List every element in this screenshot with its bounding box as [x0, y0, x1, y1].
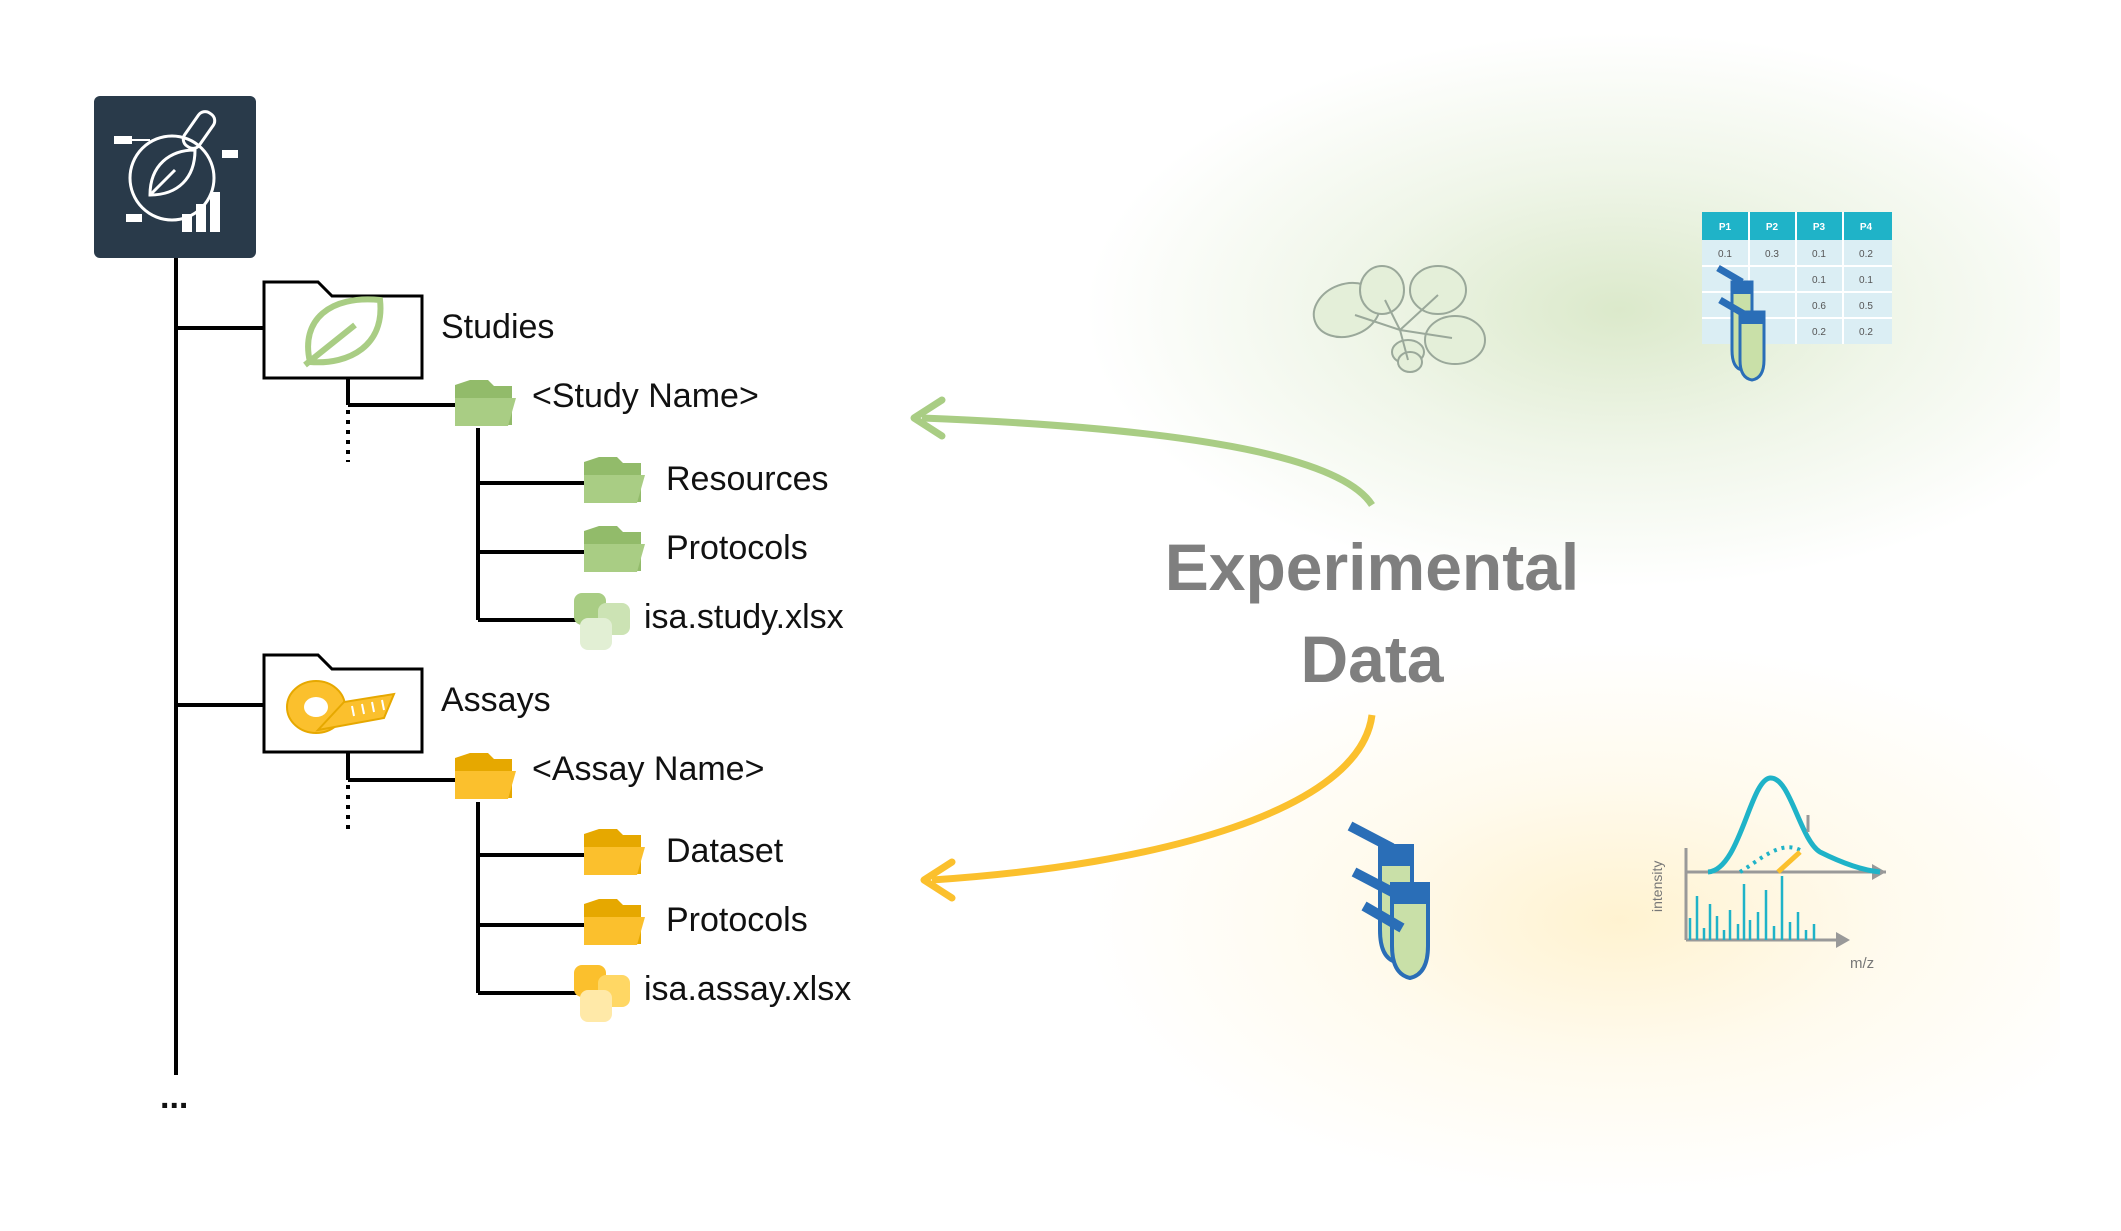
assay-name-folder-icon[interactable]	[455, 753, 516, 799]
root-more-ellipsis: ...	[160, 1078, 189, 1116]
assay-protocols-label: Protocols	[666, 901, 808, 939]
sample-tubes-small-icon	[1716, 264, 1766, 382]
resources-folder-icon[interactable]	[584, 457, 645, 503]
study-protocols-label: Protocols	[666, 529, 808, 567]
table-cell: 0.5	[1859, 301, 1873, 312]
arc-logo-icon	[94, 96, 256, 258]
dataset-folder-icon[interactable]	[584, 829, 645, 875]
study-name-label: <Study Name>	[532, 377, 759, 415]
table-header-cell: P1	[1719, 222, 1732, 233]
table-header-cell: P4	[1860, 222, 1873, 233]
dataset-label: Dataset	[666, 832, 784, 870]
table-cell: 0.1	[1718, 249, 1732, 260]
green-arrow	[910, 396, 1375, 507]
isa-study-label: isa.study.xlsx	[644, 598, 844, 636]
isa-assay-file-icon[interactable]	[574, 965, 630, 1022]
tree-lines	[174, 258, 584, 1075]
table-cell: 0.1	[1859, 275, 1873, 286]
table-cell: 0.1	[1812, 275, 1826, 286]
yellow-arrow	[920, 714, 1376, 902]
table-cell: 0.2	[1859, 249, 1873, 260]
sample-tubes-large-icon	[1347, 821, 1430, 981]
spectrum-y-label: intensity	[1649, 861, 1665, 912]
assays-folder-icon[interactable]	[262, 653, 424, 754]
assay-name-label: <Assay Name>	[532, 750, 765, 788]
assay-protocols-folder-icon[interactable]	[584, 899, 645, 945]
isa-assay-label: isa.assay.xlsx	[644, 970, 852, 1008]
spectrum-x-label: m/z	[1850, 955, 1874, 972]
experimental-title-line2: Data	[1300, 622, 1444, 696]
table-cell: 0.1	[1812, 249, 1826, 260]
table-cell: 0.6	[1812, 301, 1826, 312]
study-name-folder-icon[interactable]	[455, 380, 516, 426]
plant-rosette-icon	[1312, 265, 1486, 373]
studies-folder-icon[interactable]	[262, 280, 424, 380]
table-cell: 0.2	[1859, 327, 1873, 338]
table-header-cell: P3	[1813, 222, 1826, 233]
studies-label: Studies	[441, 308, 555, 346]
table-header-cell: P2	[1766, 222, 1779, 233]
table-cell: 0.3	[1765, 249, 1779, 260]
experimental-title-line1: Experimental	[1164, 530, 1580, 604]
spectrum-icon: intensity m/z	[1649, 775, 1886, 972]
yellow-background-glow	[1080, 640, 2060, 1200]
green-background-glow	[1080, 30, 2060, 590]
study-protocols-folder-icon[interactable]	[584, 526, 645, 572]
resources-label: Resources	[666, 460, 829, 498]
assays-label: Assays	[441, 681, 551, 719]
table-cell: 0.2	[1812, 327, 1826, 338]
isa-study-file-icon[interactable]	[574, 593, 630, 650]
